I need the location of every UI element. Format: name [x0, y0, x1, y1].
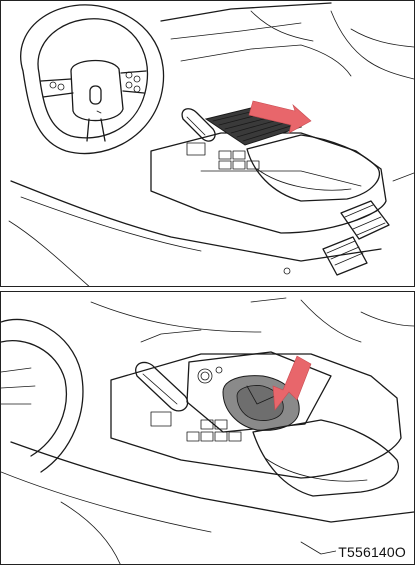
bottom-panel-cup-holder-open: T556140O	[0, 291, 415, 565]
steering-wheel-partial	[1, 319, 83, 472]
figure-code: T556140O	[336, 544, 408, 560]
top-panel-cover-slide	[0, 0, 415, 287]
steering-wheel-rim	[21, 5, 164, 154]
steering-hub	[71, 61, 123, 121]
top-panel-illustration	[1, 1, 415, 287]
bottom-panel-illustration	[1, 292, 415, 565]
dashboard-top	[161, 3, 331, 21]
steering-logo	[90, 86, 101, 104]
air-vents	[323, 201, 389, 275]
steering-spoke-right	[121, 71, 146, 93]
armrest	[247, 135, 379, 201]
gear-selector	[136, 362, 188, 410]
steering-spoke-left	[41, 79, 73, 97]
